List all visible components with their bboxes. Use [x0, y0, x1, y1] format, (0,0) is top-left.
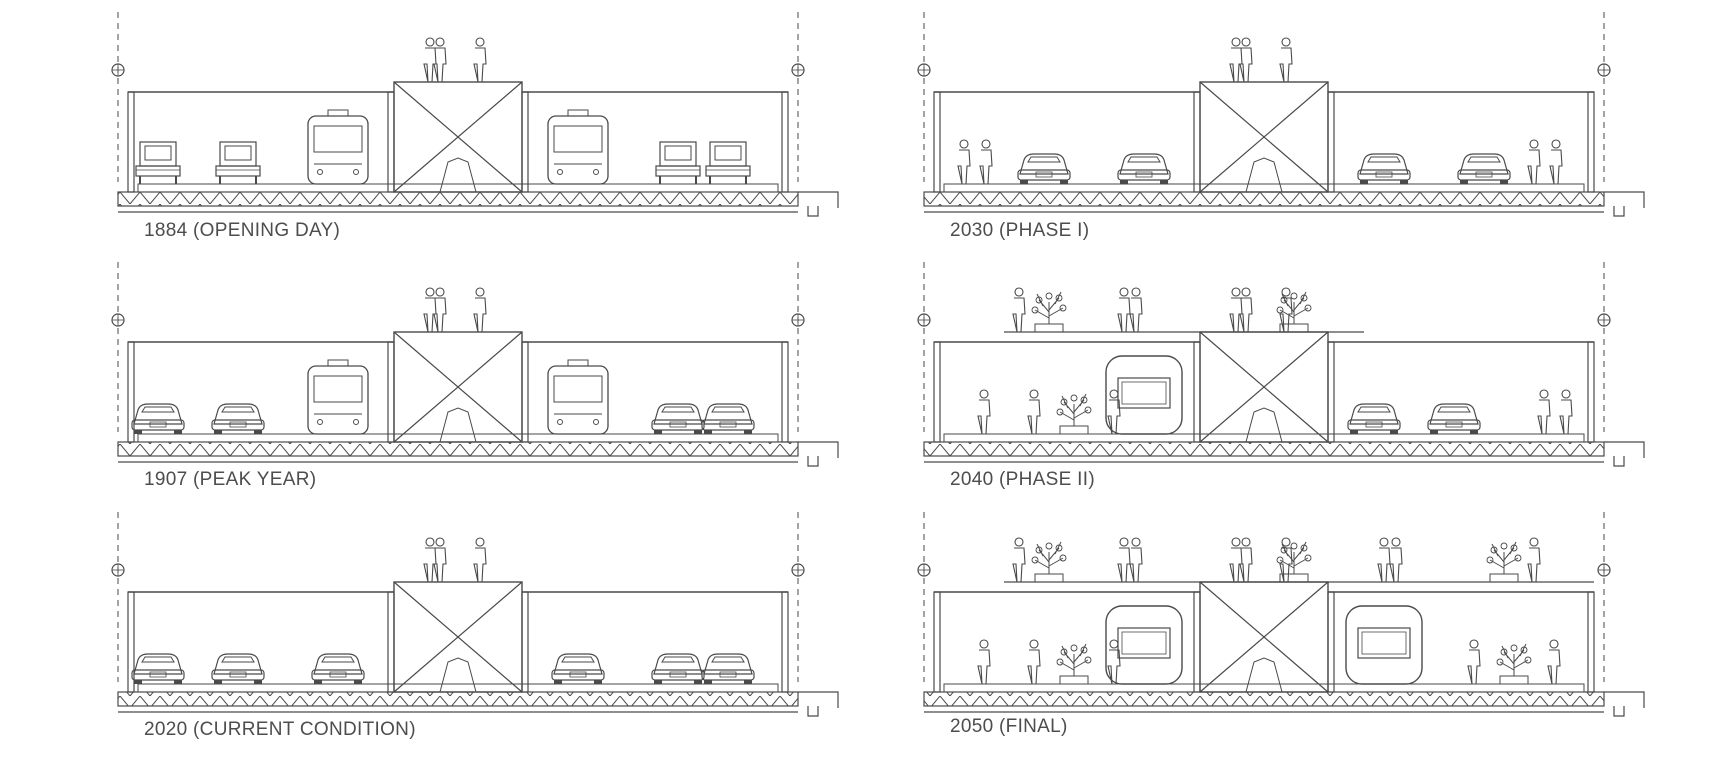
- pedestrian-icon: [1117, 287, 1131, 333]
- pedestrian-icon: [1549, 139, 1563, 185]
- gridline-marker-icon: [1597, 313, 1611, 327]
- pedestrian-icon: [473, 537, 487, 583]
- pedestrian-icon: [979, 139, 993, 185]
- gridline-marker-icon: [1597, 563, 1611, 577]
- planter-icon: [1276, 291, 1312, 333]
- pedestrian-icon: [1012, 287, 1026, 333]
- car-icon: [701, 653, 755, 685]
- section-s2020: [111, 512, 839, 717]
- pedestrian-icon: [1389, 537, 1403, 583]
- pedestrian-icon: [1229, 287, 1243, 333]
- planter-icon: [1056, 393, 1092, 435]
- pedestrian-icon: [977, 639, 991, 685]
- car-icon: [211, 653, 265, 685]
- pedestrian-icon: [1129, 537, 1143, 583]
- carriage-icon: [135, 141, 181, 185]
- pedestrian-icon: [1279, 37, 1293, 83]
- planter-icon: [1056, 643, 1092, 685]
- pedestrian-icon: [977, 389, 991, 435]
- gridline-marker-icon: [791, 563, 805, 577]
- car-icon: [131, 653, 185, 685]
- gridline-marker-icon: [111, 63, 125, 77]
- carriage-icon: [705, 141, 751, 185]
- pedestrian-icon: [1229, 37, 1243, 83]
- pedestrian-icon: [1027, 639, 1041, 685]
- trolley-icon: [307, 109, 369, 185]
- car-icon: [551, 653, 605, 685]
- gridline-marker-icon: [917, 313, 931, 327]
- transit-pod-icon: [1345, 605, 1423, 685]
- caption-2050: 2050 (FINAL): [950, 716, 1068, 737]
- section-s2040: [917, 262, 1645, 467]
- planter-icon: [1496, 643, 1532, 685]
- car-icon: [1347, 403, 1401, 435]
- gridline-marker-icon: [1597, 63, 1611, 77]
- planter-icon: [1031, 541, 1067, 583]
- gridline-marker-icon: [111, 313, 125, 327]
- pedestrian-icon: [957, 139, 971, 185]
- carriage-icon: [655, 141, 701, 185]
- car-icon: [1427, 403, 1481, 435]
- caption-2020: 2020 (CURRENT CONDITION): [144, 719, 416, 740]
- pedestrian-icon: [1012, 537, 1026, 583]
- pedestrian-icon: [423, 37, 437, 83]
- pedestrian-icon: [1027, 389, 1041, 435]
- trolley-icon: [307, 359, 369, 435]
- pedestrian-icon: [1547, 639, 1561, 685]
- pedestrian-icon: [1537, 389, 1551, 435]
- transit-pod-icon: [1105, 605, 1183, 685]
- car-icon: [211, 403, 265, 435]
- gridline-marker-icon: [917, 63, 931, 77]
- car-icon: [1457, 153, 1511, 185]
- gridline-marker-icon: [791, 63, 805, 77]
- car-icon: [701, 403, 755, 435]
- car-icon: [1017, 153, 1071, 185]
- car-icon: [131, 403, 185, 435]
- transit-pod-icon: [1105, 355, 1183, 435]
- gridline-marker-icon: [917, 563, 931, 577]
- pedestrian-icon: [1527, 139, 1541, 185]
- caption-1907: 1907 (PEAK YEAR): [144, 469, 317, 490]
- caption-2030: 2030 (PHASE I): [950, 220, 1090, 241]
- car-icon: [1357, 153, 1411, 185]
- car-icon: [651, 653, 705, 685]
- pedestrian-icon: [1377, 537, 1391, 583]
- trolley-icon: [547, 359, 609, 435]
- section-s2030: [917, 12, 1645, 217]
- planter-icon: [1031, 291, 1067, 333]
- pedestrian-icon: [423, 287, 437, 333]
- pedestrian-icon: [1229, 537, 1243, 583]
- carriage-icon: [215, 141, 261, 185]
- pedestrian-icon: [1117, 537, 1131, 583]
- section-s1907: [111, 262, 839, 467]
- trolley-icon: [547, 109, 609, 185]
- pedestrian-icon: [1559, 389, 1573, 435]
- section-s1884: [111, 12, 839, 217]
- car-icon: [311, 653, 365, 685]
- section-s2050: [917, 512, 1645, 717]
- pedestrian-icon: [473, 37, 487, 83]
- car-icon: [1117, 153, 1171, 185]
- planter-icon: [1276, 541, 1312, 583]
- pedestrian-icon: [473, 287, 487, 333]
- pedestrian-icon: [1467, 639, 1481, 685]
- caption-1884: 1884 (OPENING DAY): [144, 220, 341, 241]
- pedestrian-icon: [1129, 287, 1143, 333]
- car-icon: [651, 403, 705, 435]
- gridline-marker-icon: [791, 313, 805, 327]
- planter-icon: [1486, 541, 1522, 583]
- pedestrian-icon: [1527, 537, 1541, 583]
- caption-2040: 2040 (PHASE II): [950, 469, 1095, 490]
- pedestrian-icon: [423, 537, 437, 583]
- gridline-marker-icon: [111, 563, 125, 577]
